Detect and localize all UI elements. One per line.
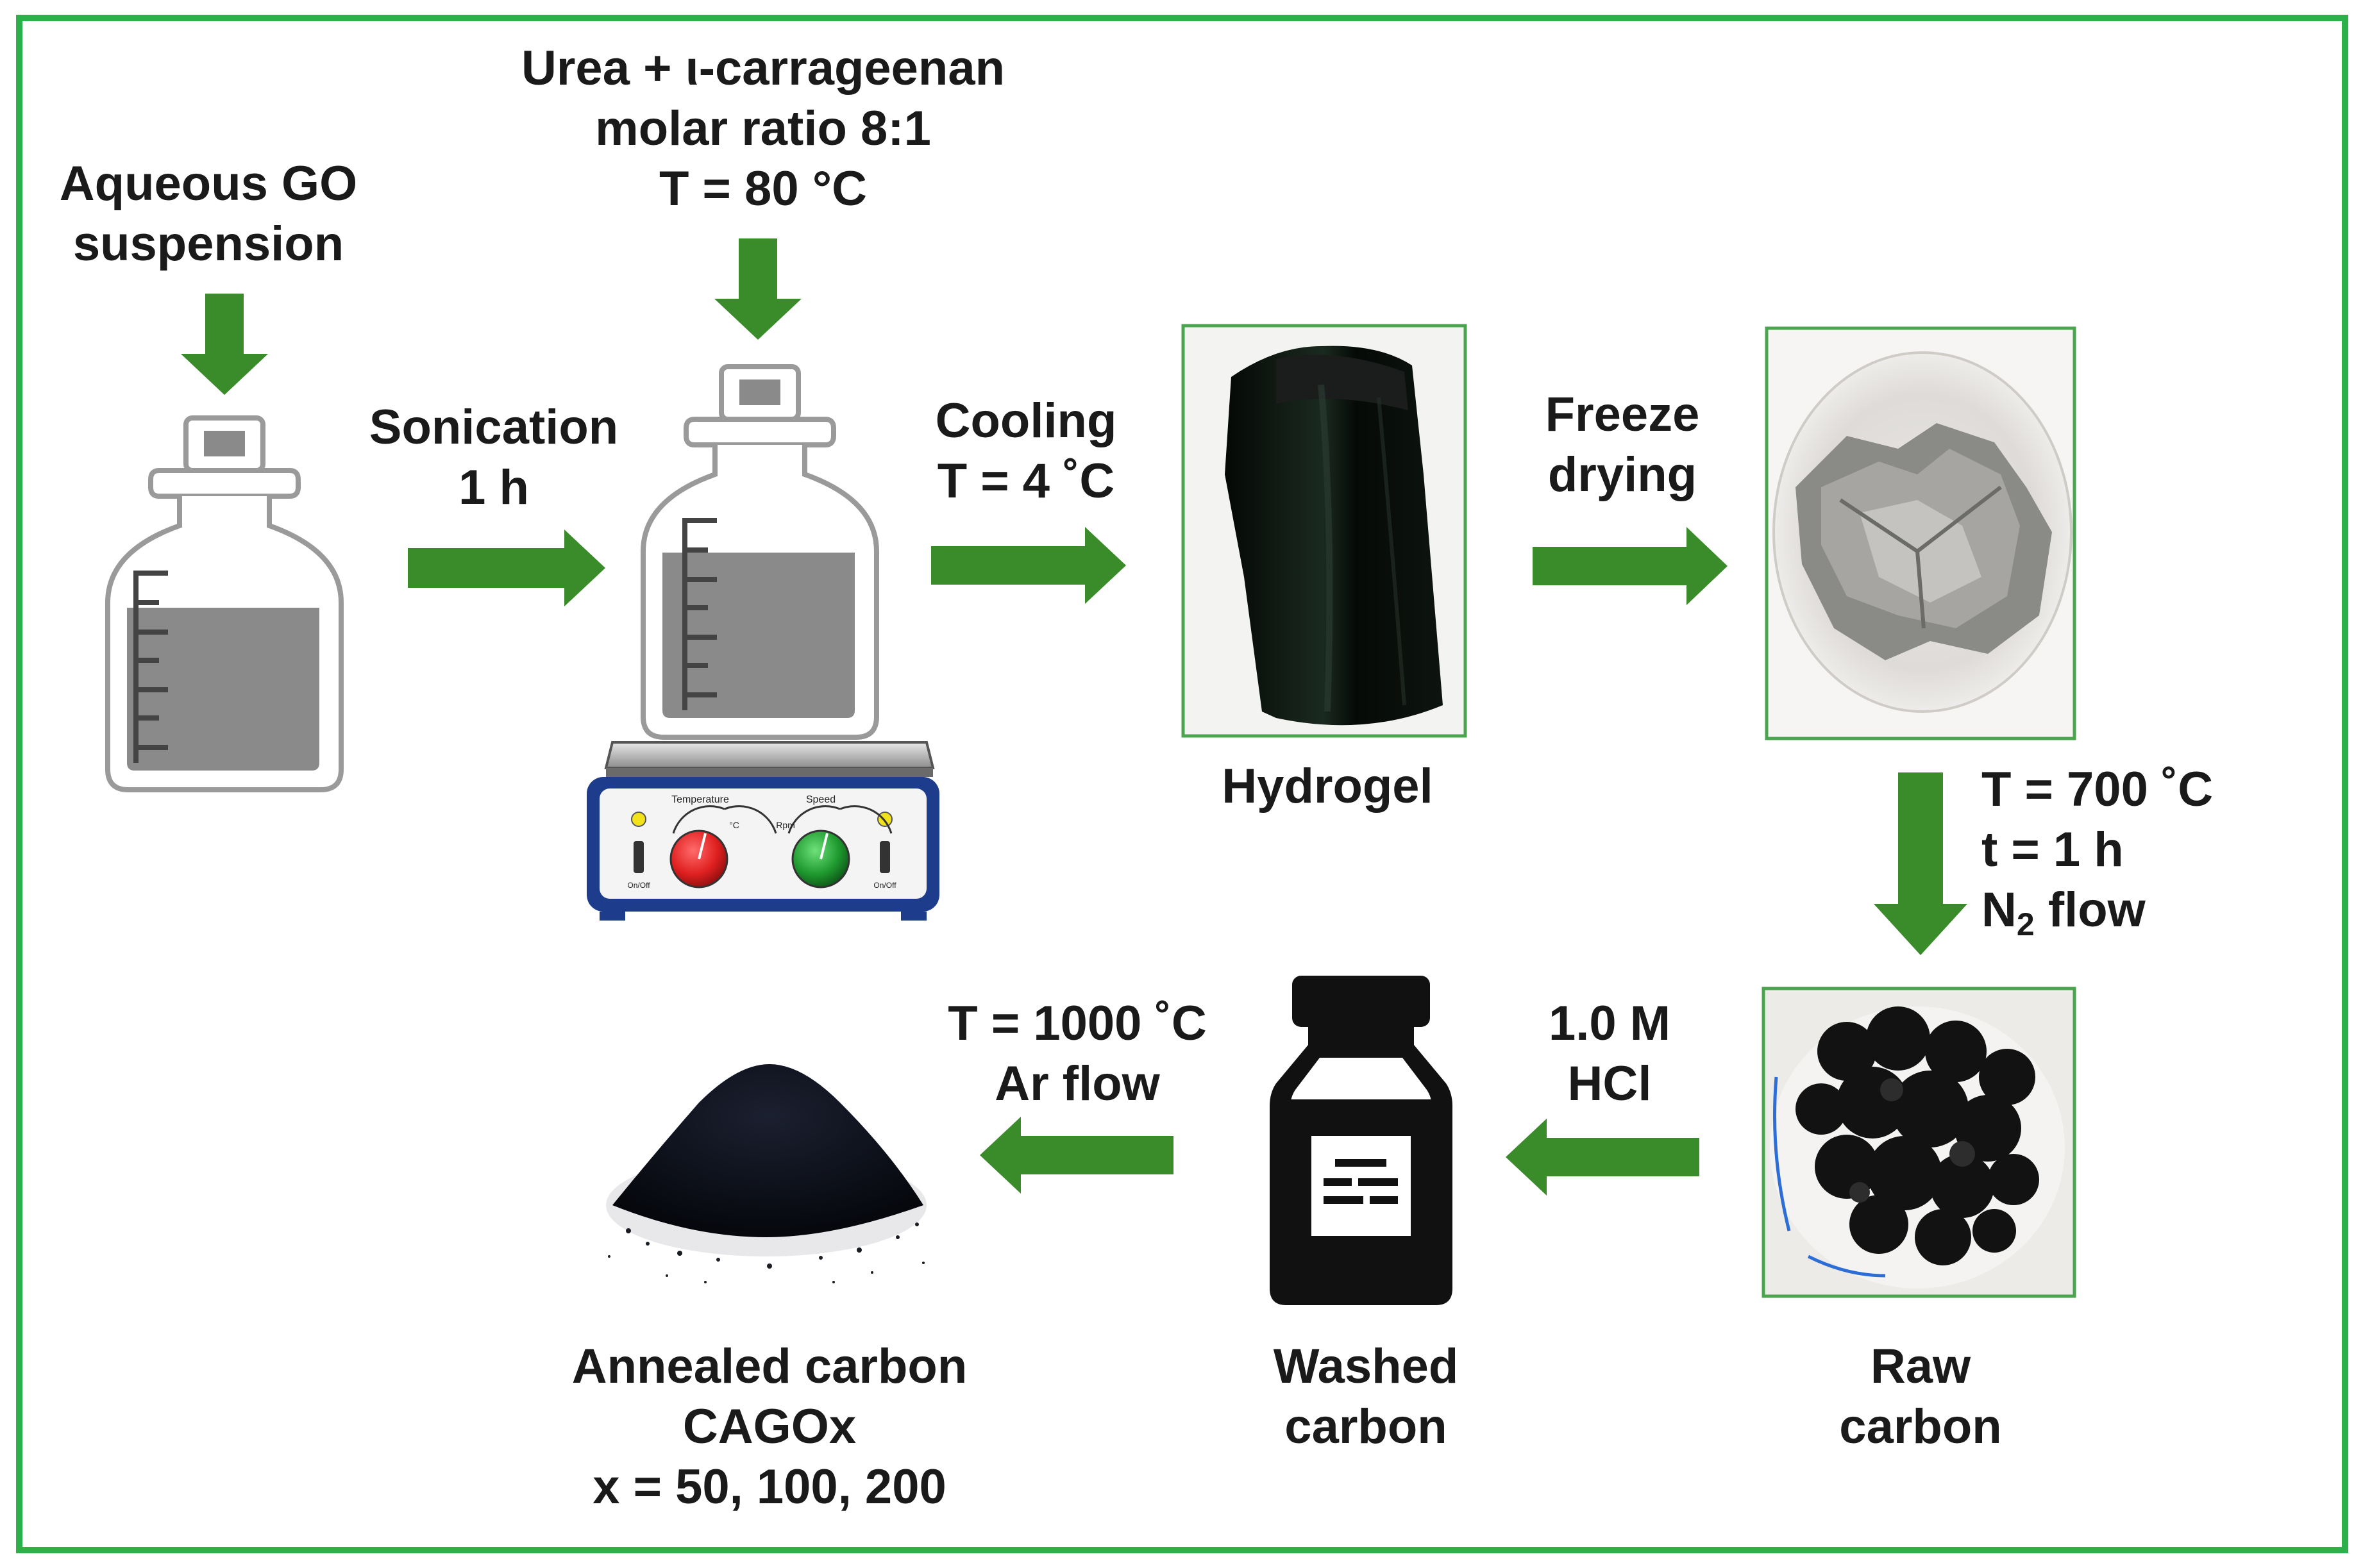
- anneal-label: T = 1000 ˚C Ar flow: [898, 994, 1257, 1114]
- pyrolysis-flow: N2 flow: [1981, 880, 2341, 955]
- hotplate-temperature-label: Temperature: [671, 794, 729, 805]
- sonication-label: Sonication 1 h: [333, 397, 654, 518]
- hcl-line-2: HCl: [1567, 1056, 1652, 1111]
- go-suspension-line-1: Aqueous GO: [59, 156, 358, 211]
- annealed-line-3: x = 50, 100, 200: [593, 1460, 946, 1514]
- hcl-label: 1.0 M HCl: [1475, 994, 1744, 1114]
- freeze-drying-label: Freeze drying: [1475, 385, 1770, 505]
- annealed-carbon-label: Annealed carbon CAGOx x = 50, 100, 200: [526, 1337, 1013, 1517]
- sonication-line-1: Sonication: [369, 400, 619, 455]
- arrow-right-freeze: [1533, 527, 1728, 605]
- raw-line-1: Raw: [1870, 1339, 1971, 1394]
- cooling-line-2: T = 4 ˚C: [937, 454, 1115, 508]
- urea-line-1: Urea + ι-carrageenan: [521, 41, 1005, 96]
- pyrolysis-flow-text: flow: [2034, 883, 2146, 937]
- urea-line-3: T = 80 °C: [659, 162, 867, 216]
- hotplate-onoff-right: On/Off: [873, 881, 896, 890]
- arrow-down-go: [181, 294, 268, 395]
- anneal-line-2: Ar flow: [995, 1056, 1160, 1111]
- raw-line-2: carbon: [1839, 1399, 2002, 1454]
- arrow-right-sonication: [408, 530, 605, 606]
- hot-plate-icon: [587, 741, 939, 921]
- arrow-left-anneal: [980, 1117, 1173, 1194]
- pyrolysis-time: t = 1 h: [1981, 822, 2124, 877]
- go-suspension-line-2: suspension: [72, 217, 344, 271]
- hotplate-speed-label: Speed: [806, 794, 836, 805]
- arrows: [181, 238, 1967, 1196]
- hotplate-rpm-label: Rpm: [776, 820, 795, 830]
- cooling-label: Cooling T = 4 ˚C: [885, 391, 1167, 512]
- cooling-line-1: Cooling: [935, 394, 1117, 448]
- freeze-line-1: Freeze: [1545, 387, 1700, 442]
- urea-line-2: molar ratio 8:1: [595, 101, 931, 156]
- annealed-line-2: CAGOx: [682, 1399, 857, 1454]
- hcl-line-1: 1.0 M: [1548, 996, 1671, 1051]
- pyrolysis-flow-subscript: 2: [2016, 906, 2035, 942]
- flask-icon-aqueous-go: [105, 415, 344, 792]
- pyrolysis-temp: T = 700 ˚C: [1981, 762, 2214, 817]
- raw-carbon-label: Raw carbon: [1770, 1337, 2071, 1457]
- hotplate-celsius-label: °C: [729, 820, 739, 830]
- hotplate-onoff-left: On/Off: [627, 881, 650, 890]
- arrow-right-cooling: [931, 527, 1126, 604]
- outer-frame: [16, 15, 2348, 1553]
- sonication-line-2: 1 h: [458, 460, 529, 515]
- arrow-down-urea: [714, 238, 802, 340]
- hydrogel-label: Hydrogel: [1222, 759, 1433, 813]
- washed-line-1: Washed: [1273, 1339, 1459, 1394]
- arrow-left-hcl: [1506, 1119, 1699, 1196]
- arrow-down-pyrolysis: [1874, 772, 1967, 955]
- raw-carbon-photo: [1762, 987, 2076, 1298]
- pyrolysis-flow-gas: N: [1981, 883, 2017, 937]
- washed-carbon-bottle-icon: [1270, 976, 1452, 1305]
- freeze-dried-photo: [1765, 326, 2076, 740]
- washed-carbon-label: Washed carbon: [1212, 1337, 1520, 1457]
- flask-icon-urea: [641, 364, 879, 740]
- urea-label: Urea + ι-carrageenan molar ratio 8:1 T =…: [449, 38, 1077, 219]
- washed-line-2: carbon: [1284, 1399, 1447, 1454]
- pyrolysis-label: T = 700 ˚C t = 1 h N2 flow: [1981, 760, 2341, 955]
- freeze-line-2: drying: [1547, 447, 1697, 502]
- hydrogel-photo: [1181, 324, 1467, 738]
- go-suspension-label: Aqueous GO suspension: [38, 154, 378, 274]
- anneal-line-1: T = 1000 ˚C: [948, 996, 1207, 1051]
- annealed-line-1: Annealed carbon: [571, 1339, 968, 1394]
- annealed-carbon-powder: [606, 1064, 927, 1283]
